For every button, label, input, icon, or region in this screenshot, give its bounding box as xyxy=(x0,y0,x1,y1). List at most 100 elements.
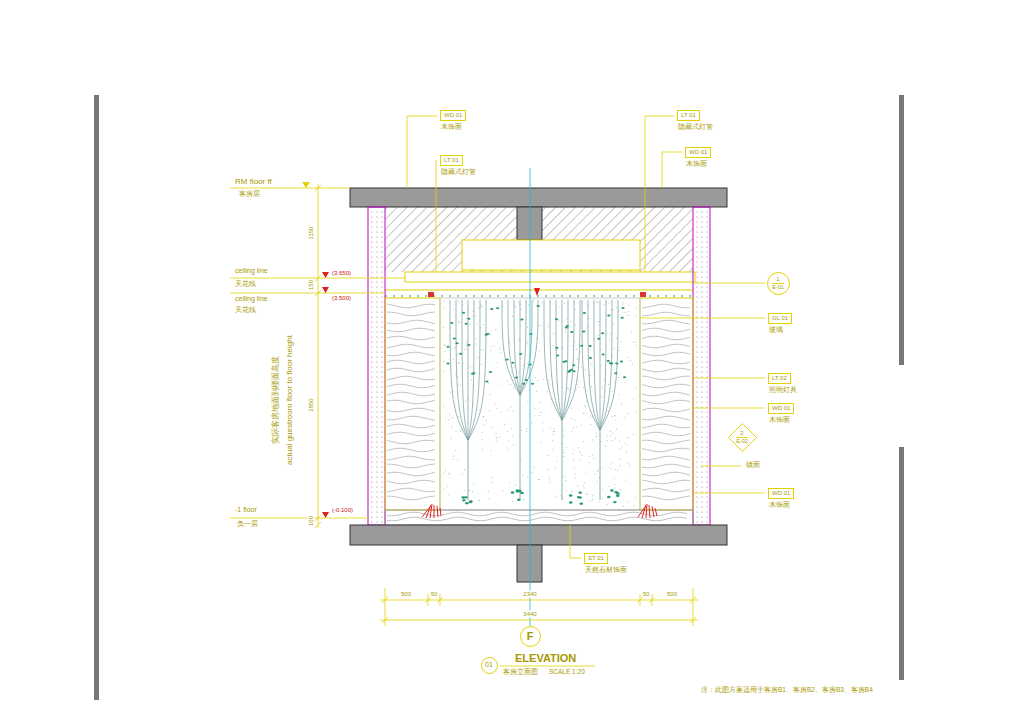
stone-speckle xyxy=(491,477,492,478)
stone-speckle xyxy=(573,449,574,450)
stone-speckle xyxy=(528,304,529,305)
leaf xyxy=(556,354,559,356)
stone-speckle xyxy=(567,388,568,389)
stone-speckle xyxy=(585,369,586,370)
stone-speckle xyxy=(534,408,535,409)
wood-grain xyxy=(387,408,435,412)
stone-speckle xyxy=(592,499,593,500)
stone-speckle xyxy=(560,495,561,496)
stone-speckle xyxy=(622,304,623,305)
stone-speckle xyxy=(483,424,484,425)
tag-code: WD 01 xyxy=(768,488,794,499)
shrub xyxy=(580,502,584,504)
wood-grain xyxy=(642,344,690,348)
stone-speckle xyxy=(547,326,548,327)
stone-speckle xyxy=(610,431,611,432)
stone-speckle xyxy=(625,417,626,418)
stone-speckle xyxy=(538,479,539,480)
stone-speckle xyxy=(496,437,497,438)
stone-speckle xyxy=(621,341,622,342)
callout-number: 01 xyxy=(485,661,493,669)
leader-lines xyxy=(407,116,765,666)
stone-speckle xyxy=(498,383,499,384)
stone-speckle xyxy=(571,321,572,322)
stone-speckle xyxy=(614,484,615,485)
callout-text: 1E-01 xyxy=(772,276,784,290)
fixture xyxy=(428,292,434,297)
stone-speckle xyxy=(492,426,493,427)
stone-speckle xyxy=(598,469,599,470)
stone-speckle xyxy=(562,449,563,450)
stone-speckle xyxy=(444,361,445,362)
tree-line xyxy=(450,300,468,440)
callout-text: 2E-02 xyxy=(736,430,748,444)
level-name: RM floor ff xyxy=(234,177,273,186)
stone-speckle xyxy=(565,480,566,481)
stone-speckle xyxy=(619,350,620,351)
shrub xyxy=(577,496,581,498)
stone-speckle xyxy=(629,465,630,466)
stone-speckle xyxy=(608,384,609,385)
fixture xyxy=(640,292,646,297)
tree-line xyxy=(594,300,600,430)
stone-speckle xyxy=(625,443,626,444)
stone-speckle xyxy=(632,363,633,364)
stone-speckle xyxy=(564,303,565,304)
stone-speckle xyxy=(602,489,603,490)
stone-speckle xyxy=(488,491,489,492)
wood-panel xyxy=(385,298,440,510)
stone-speckle xyxy=(573,427,574,428)
stone-speckle xyxy=(583,413,584,414)
stone-speckle xyxy=(574,468,575,469)
stone-speckle xyxy=(628,413,629,414)
floor-slab xyxy=(350,525,727,545)
material-tag: LT 01隐藏式灯管 xyxy=(440,155,477,177)
stone-speckle xyxy=(532,472,533,473)
stone-speckle xyxy=(454,347,455,348)
leaf xyxy=(490,308,493,310)
stone-speckle xyxy=(548,380,549,381)
stone-speckle xyxy=(526,428,527,429)
stone-speckle xyxy=(470,366,471,367)
stone-speckle xyxy=(577,359,578,360)
shrub xyxy=(569,501,573,503)
wood-grain xyxy=(642,464,690,468)
stone-speckle xyxy=(554,431,555,432)
stone-speckle xyxy=(609,485,610,486)
stone-speckle xyxy=(580,351,581,352)
stone-speckle xyxy=(482,439,483,440)
stone-speckle xyxy=(629,437,630,438)
stone-speckle xyxy=(623,506,624,507)
tag-code: LT 01 xyxy=(677,110,700,121)
stone-speckle xyxy=(466,345,467,346)
stone-speckle xyxy=(478,308,479,309)
tree-trunk xyxy=(468,440,469,500)
stone-speckle xyxy=(450,392,451,393)
wood-grain xyxy=(642,312,690,316)
stone-speckle xyxy=(614,382,615,383)
stone-speckle xyxy=(495,433,496,434)
stone-speckle xyxy=(555,468,556,469)
stone-speckle xyxy=(577,500,578,501)
stone-speckle xyxy=(541,302,542,303)
leaf xyxy=(601,354,604,356)
stone-speckle xyxy=(571,491,572,492)
stone-speckle xyxy=(523,499,524,500)
stone-speckle xyxy=(568,389,569,390)
stone-speckle xyxy=(620,449,621,450)
stone-speckle xyxy=(510,384,511,385)
stone-speckle xyxy=(578,387,579,388)
tag-code: LT 01 xyxy=(440,155,463,166)
tree-trunk xyxy=(520,395,521,500)
stone-speckle xyxy=(566,318,567,319)
stone-speckle xyxy=(532,361,533,362)
material-tag: WD 01木饰面 xyxy=(685,147,711,169)
stone-speckle xyxy=(597,481,598,482)
stone-speckle xyxy=(564,476,565,477)
shrub xyxy=(578,491,582,493)
leaf xyxy=(583,312,586,314)
wood-grain xyxy=(642,376,690,380)
stone-speckle xyxy=(606,504,607,505)
stone-speckle xyxy=(614,478,615,479)
stone-speckle xyxy=(521,487,522,488)
